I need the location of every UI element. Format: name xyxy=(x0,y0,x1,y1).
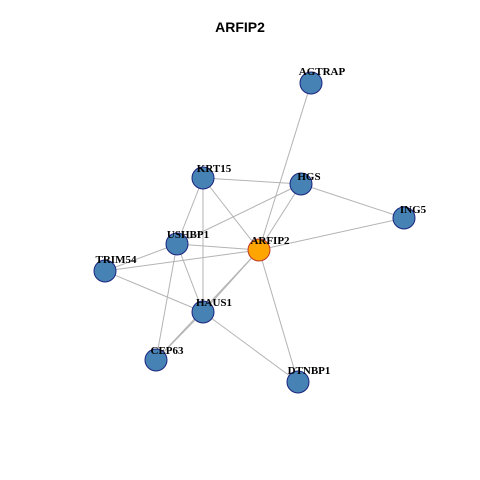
node-haus1[interactable] xyxy=(191,300,215,324)
node-label-krt15: KRT15 xyxy=(197,163,232,175)
edge-arfip2-krt15 xyxy=(202,177,260,251)
node-label-hgs: HGS xyxy=(297,171,320,183)
node-hgs[interactable] xyxy=(289,172,313,196)
edge-haus1-dtnbp1 xyxy=(202,311,299,383)
node-label-cep63: CEP63 xyxy=(151,345,185,357)
edge-arfip2-ushbp1 xyxy=(176,243,260,251)
edge-krt15-hgs xyxy=(202,177,302,185)
node-cep63[interactable] xyxy=(144,348,168,372)
edge-arfip2-hgs xyxy=(258,183,302,251)
node-agtrap[interactable] xyxy=(299,71,323,95)
edge-hgs-ing5 xyxy=(300,183,405,219)
nodes-layer xyxy=(93,71,416,394)
node-label-ing5: ING5 xyxy=(400,204,427,216)
node-ushbp1[interactable] xyxy=(165,232,189,256)
node-label-arfip2: ARFIP2 xyxy=(250,235,290,247)
edges-layer xyxy=(104,82,405,383)
edge-trim54-haus1 xyxy=(104,270,204,313)
node-label-dtnbp1: DTNBP1 xyxy=(288,365,331,377)
node-dtnbp1[interactable] xyxy=(286,370,310,394)
graph-title: ARFIP2 xyxy=(215,19,265,35)
node-label-agtrap: AGTRAP xyxy=(299,66,346,78)
edge-ushbp1-cep63 xyxy=(155,243,178,361)
edge-ushbp1-haus1 xyxy=(176,243,204,313)
edge-arfip2-trim54 xyxy=(104,249,260,272)
node-krt15[interactable] xyxy=(191,166,215,190)
node-arfip2[interactable] xyxy=(247,238,271,262)
edge-arfip2-dtnbp1 xyxy=(258,249,299,383)
node-ing5[interactable] xyxy=(392,206,416,230)
edge-arfip2-agtrap xyxy=(258,82,312,251)
node-label-ushbp1: USHBP1 xyxy=(167,229,209,241)
node-label-haus1: HAUS1 xyxy=(196,297,232,309)
node-trim54[interactable] xyxy=(93,259,117,283)
edge-arfip2-ing5 xyxy=(258,217,405,251)
edge-ushbp1-trim54 xyxy=(104,243,178,272)
edge-hgs-ushbp1 xyxy=(176,183,302,245)
node-label-trim54: TRIM54 xyxy=(96,254,137,266)
edge-krt15-ushbp1 xyxy=(176,177,204,245)
